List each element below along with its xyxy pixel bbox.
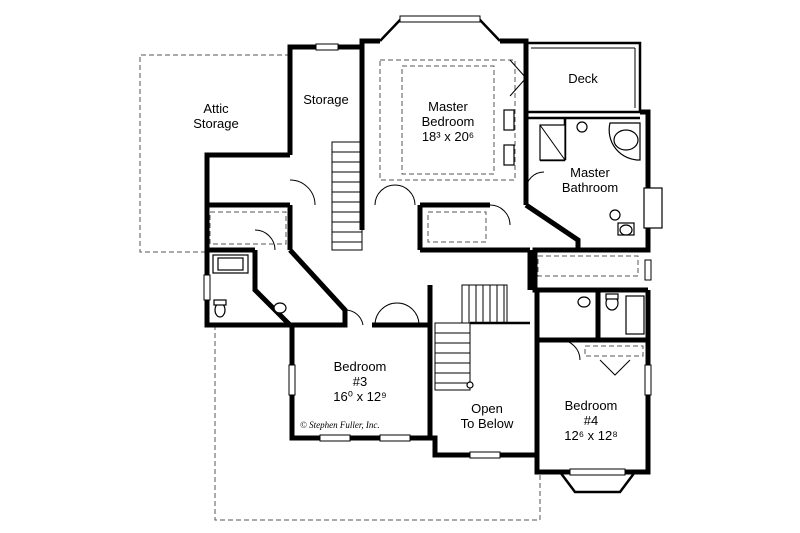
fixtures [212, 109, 663, 335]
bedroom3-dims: 16⁰ x 12⁹ [333, 389, 386, 404]
bedroom4-label-2: #4 [584, 413, 598, 428]
bedroom4-dims: 12⁶ x 12⁸ [564, 428, 617, 443]
main-stair [434, 284, 530, 391]
attic-storage-label-2: Storage [193, 116, 239, 131]
master-bedroom-dims: 18³ x 20⁶ [422, 129, 474, 144]
master-bay [379, 15, 516, 181]
windows [203, 43, 652, 494]
deck-label: Deck [568, 71, 598, 86]
storage-label: Storage [303, 92, 349, 107]
attic-storage-label-1: Attic [203, 101, 229, 116]
master-bathroom-label-2: Bathroom [562, 180, 618, 195]
door-swings [254, 59, 631, 376]
bedroom3-label-1: Bedroom [334, 359, 387, 374]
open-to-below-label-2: To Below [461, 416, 514, 431]
bedroom4-label-1: Bedroom [565, 398, 618, 413]
copyright-credit: © Stephen Fuller, Inc. [300, 420, 380, 430]
closet-shelves [209, 211, 644, 357]
room-labels: Attic Storage Storage Master Bedroom 18³… [193, 71, 618, 443]
master-bedroom-label-1: Master [428, 99, 468, 114]
attic-outline [139, 54, 541, 521]
storage-stair [331, 141, 363, 251]
master-bedroom-label-2: Bedroom [422, 114, 475, 129]
master-bathroom-label-1: Master [570, 165, 610, 180]
bedroom3-label-2: #3 [353, 374, 367, 389]
open-to-below-label-1: Open [471, 401, 503, 416]
